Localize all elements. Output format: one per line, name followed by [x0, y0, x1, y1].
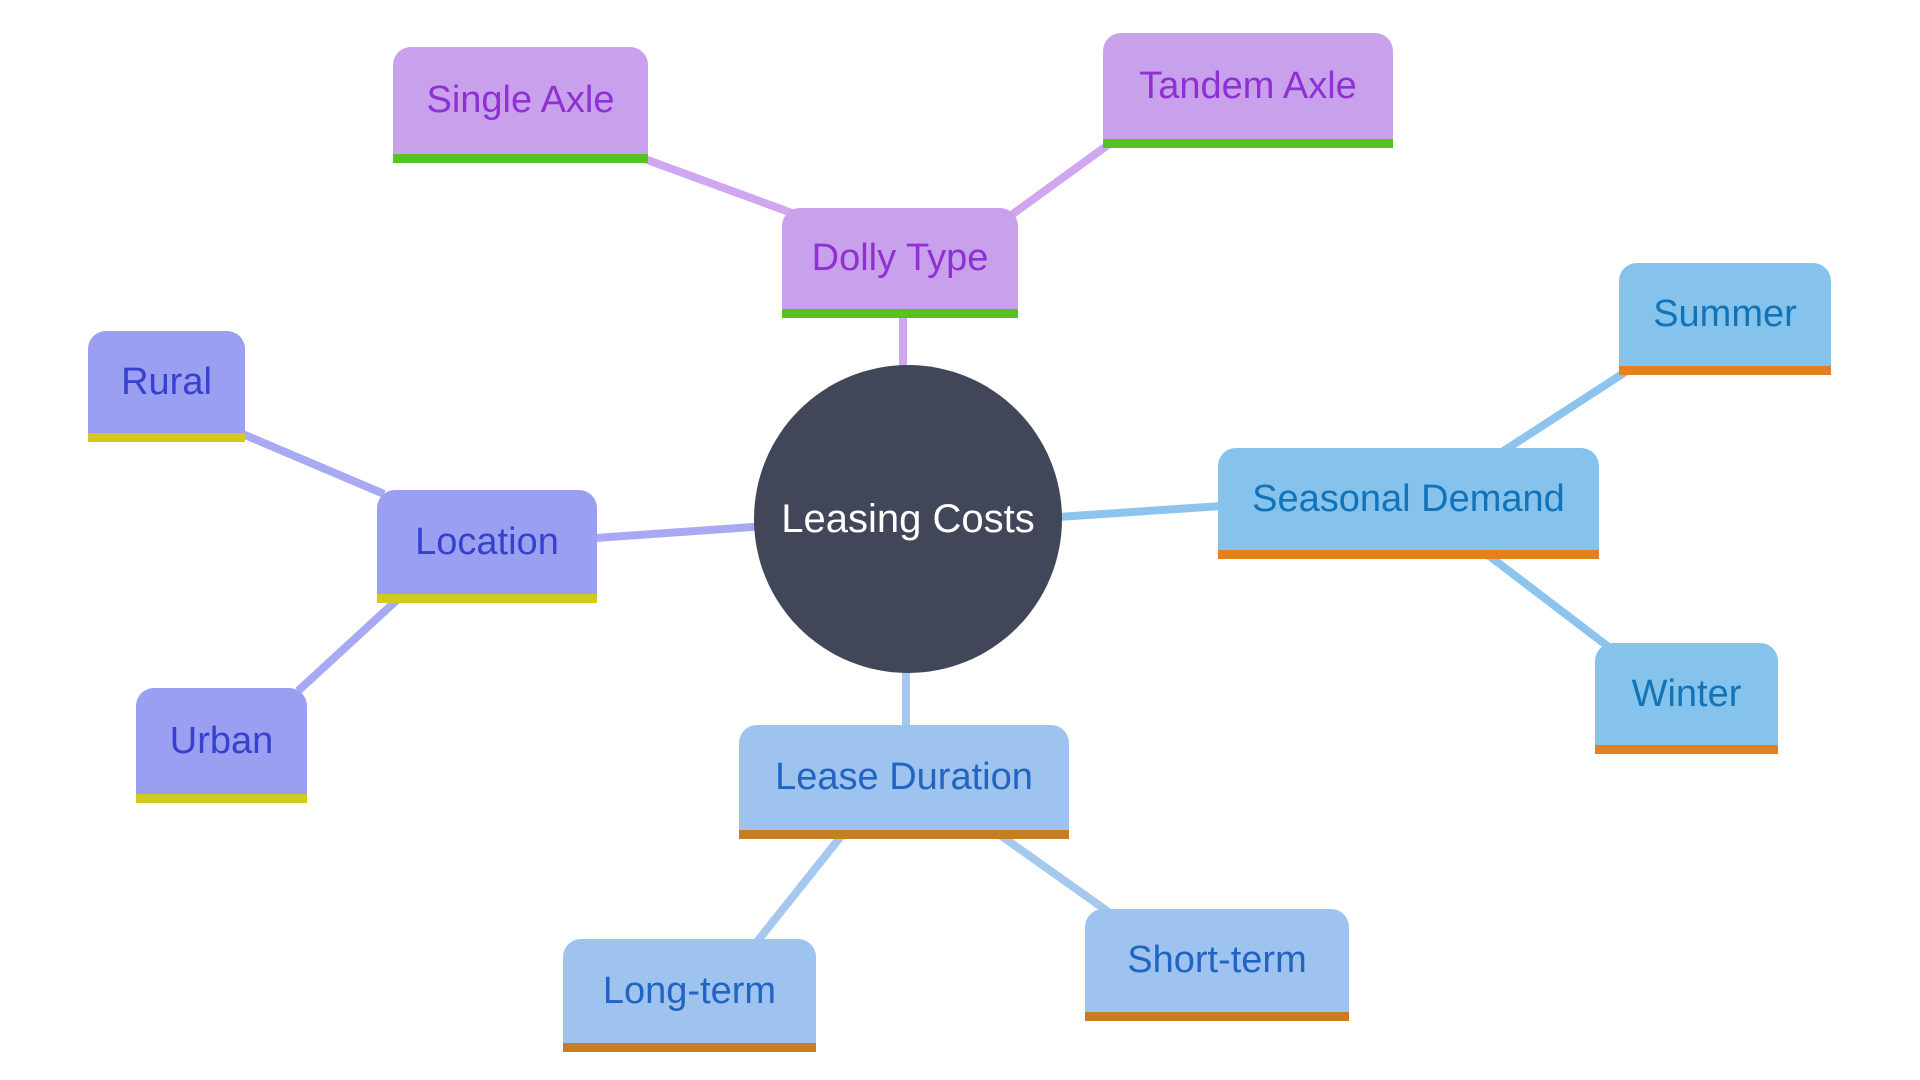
- child-node-label: Winter: [1631, 672, 1742, 715]
- child-node-label: Tandem Axle: [1139, 64, 1357, 107]
- branch-node-lease-duration: Lease Duration: [739, 725, 1069, 839]
- edge-location-to-urban: [295, 596, 401, 694]
- child-node-single-axle: Single Axle: [393, 47, 648, 163]
- edge-location-to-rural: [236, 428, 386, 498]
- child-node-label: Urban: [169, 719, 274, 762]
- branch-node-seasonal-demand: Seasonal Demand: [1218, 448, 1599, 559]
- child-node-label: Short-term: [1127, 939, 1307, 981]
- edge-seasonal-demand-to-winter: [1485, 551, 1613, 652]
- child-node-label: Single Axle: [426, 79, 615, 121]
- child-node-short-term: Short-term: [1085, 909, 1349, 1021]
- center-node-leasing-costs: Leasing Costs: [754, 365, 1062, 673]
- branch-node-label: Location: [415, 520, 559, 563]
- branch-node-location: Location: [377, 490, 597, 603]
- edge-dolly-type-to-tandem-axle: [1007, 138, 1115, 220]
- branch-node-label: Lease Duration: [775, 756, 1033, 798]
- child-node-label: Long-term: [602, 969, 777, 1012]
- edge-lease-duration-to-short-term: [997, 831, 1113, 917]
- edge-seasonal-demand-to-summer: [1499, 365, 1633, 456]
- branch-node-dolly-type: Dolly Type: [782, 208, 1018, 318]
- edge-center-to-location: [595, 522, 767, 542]
- child-node-tandem-axle: Tandem Axle: [1103, 33, 1393, 148]
- center-node-label: Leasing Costs: [781, 496, 1035, 541]
- edge-dolly-type-to-single-axle: [640, 154, 802, 220]
- edge-center-to-seasonal-demand: [1057, 502, 1223, 521]
- child-node-label: Summer: [1653, 293, 1797, 335]
- branch-node-label: Seasonal Demand: [1252, 477, 1565, 520]
- child-node-rural: Rural: [88, 331, 245, 442]
- edge-lease-duration-to-long-term: [752, 832, 846, 946]
- child-node-long-term: Long-term: [563, 939, 816, 1052]
- child-node-urban: Urban: [136, 688, 307, 803]
- branch-node-label: Dolly Type: [811, 237, 989, 279]
- child-node-summer: Summer: [1619, 263, 1831, 375]
- child-node-winter: Winter: [1595, 643, 1778, 754]
- child-node-label: Rural: [121, 360, 212, 403]
